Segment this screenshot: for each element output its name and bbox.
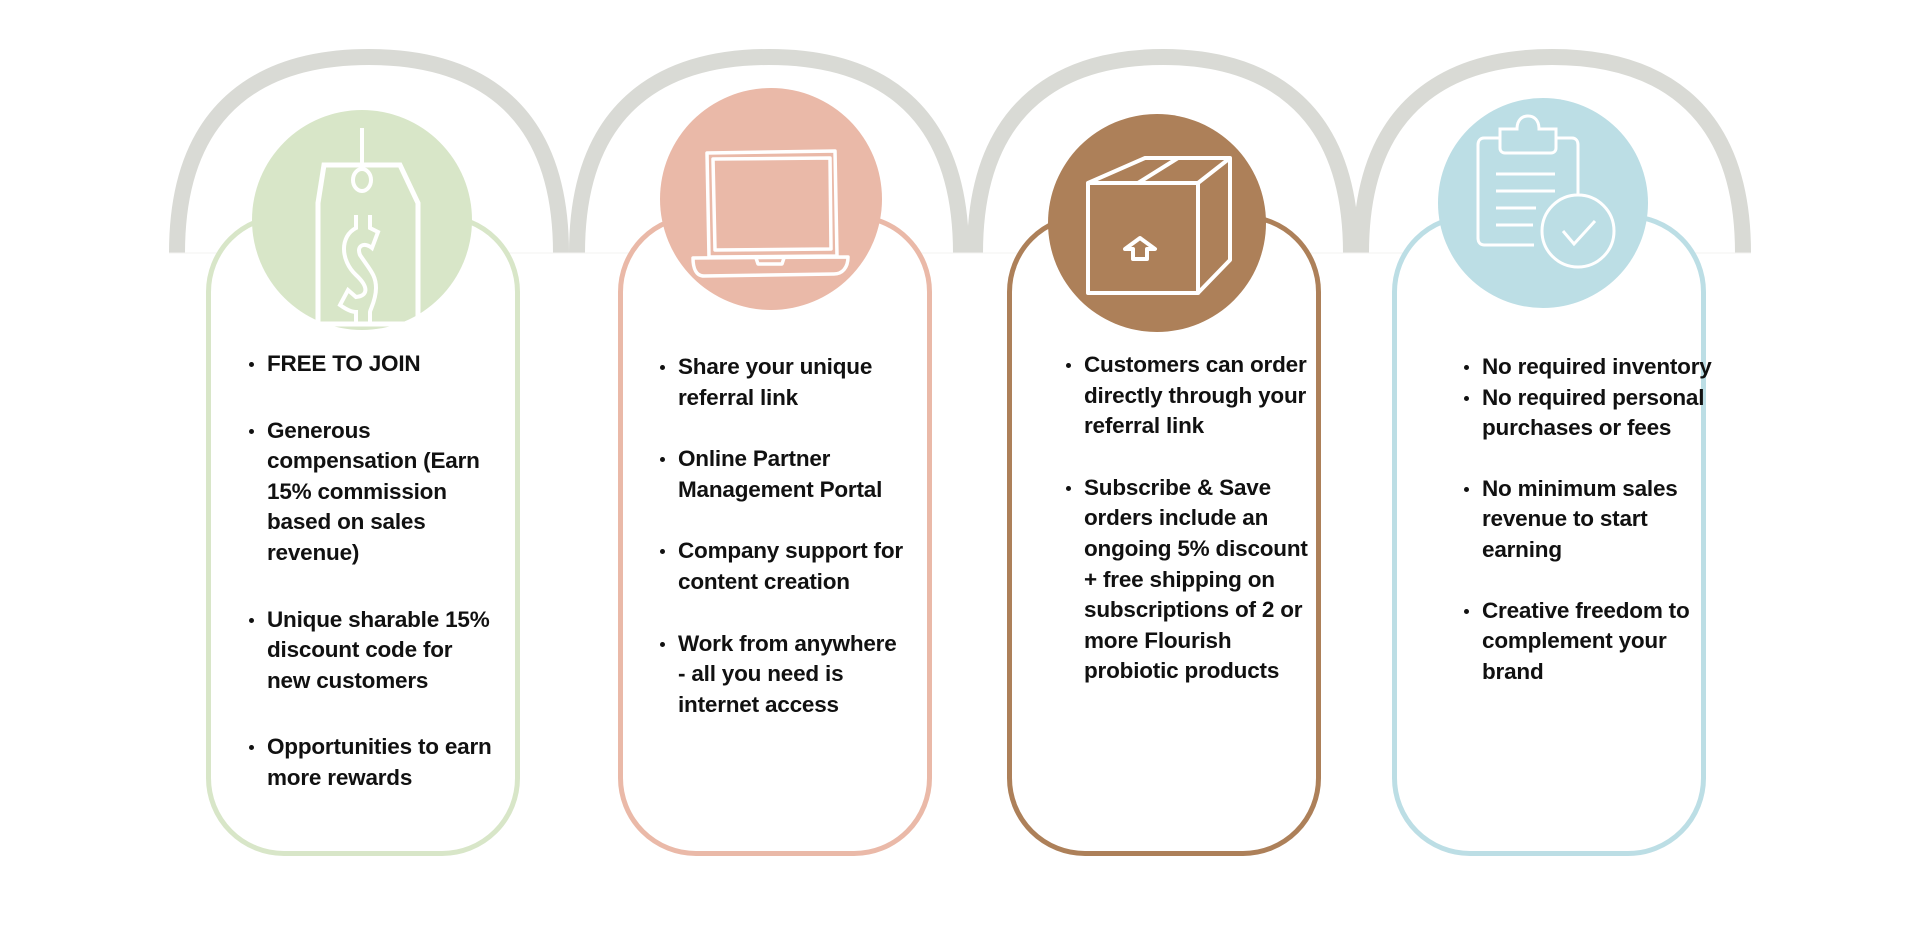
arch-3 [967, 48, 1359, 254]
benefit-list: FREE TO JOIN Generous compensation (Earn… [249, 349, 497, 830]
shipping-box-icon [1086, 156, 1232, 295]
laptop-icon [691, 149, 850, 278]
icon-circle [660, 88, 882, 310]
list-item: Online Partner Management Portal [660, 444, 908, 505]
icon-circle [1048, 114, 1266, 332]
list-item: Customers can order directly through you… [1066, 350, 1314, 442]
arch-4 [1353, 48, 1751, 254]
list-item: Unique sharable 15% discount code for ne… [249, 605, 497, 697]
benefit-list: Customers can order directly through you… [1066, 350, 1314, 718]
icon-circle [252, 110, 472, 330]
list-item: Opportunities to earn more rewards [249, 732, 497, 793]
arch-1 [169, 48, 569, 254]
card-outline [618, 214, 932, 856]
list-item: No required personal purchases or fees [1464, 383, 1712, 444]
price-tag-dollar-icon [315, 128, 421, 327]
list-item: No required inventory [1464, 352, 1712, 383]
list-item: Generous compensation (Earn 15% commissi… [249, 416, 497, 569]
list-item: No minimum sales revenue to start earnin… [1464, 474, 1712, 566]
benefit-list: No required inventory No required person… [1464, 352, 1712, 717]
list-item: Company support for content creation [660, 536, 908, 597]
list-item: Subscribe & Save orders include an ongoi… [1066, 473, 1314, 687]
icon-circle [1438, 98, 1648, 308]
list-item: Creative freedom to complement your bran… [1464, 596, 1712, 688]
list-item: FREE TO JOIN [249, 349, 497, 380]
arch-2 [569, 48, 969, 254]
benefit-list: Share your unique referral link Online P… [660, 352, 908, 751]
list-item: Work from anywhere - all you need is int… [660, 629, 908, 721]
list-item: Share your unique referral link [660, 352, 908, 413]
card-outline [1392, 214, 1706, 856]
clipboard-check-icon [1476, 114, 1616, 269]
